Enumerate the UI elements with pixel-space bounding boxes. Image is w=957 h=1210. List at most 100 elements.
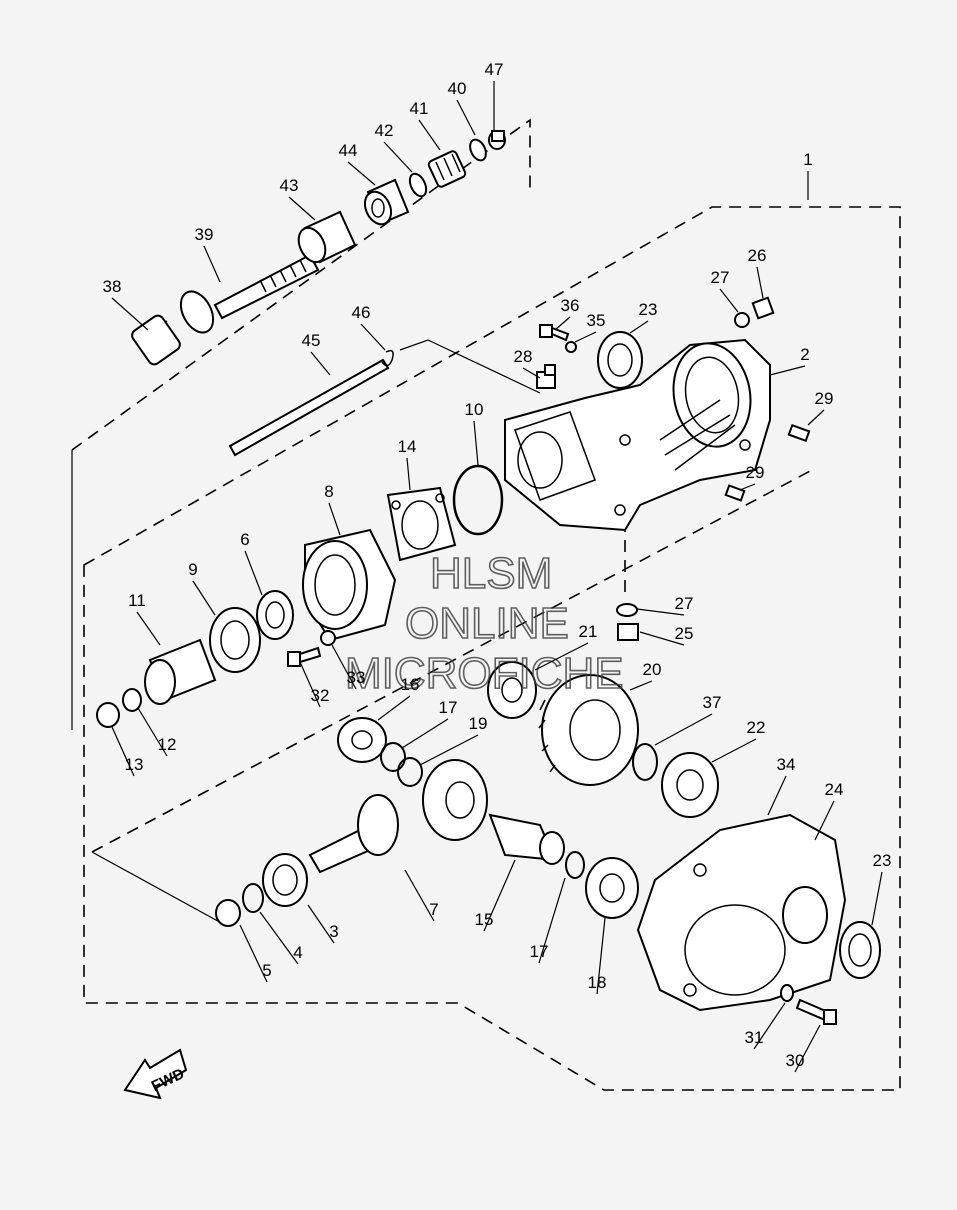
callout-leader-4 bbox=[259, 911, 299, 965]
spring-38 bbox=[131, 314, 181, 366]
bolt-30 bbox=[795, 998, 837, 1025]
callout-45: 45 bbox=[302, 331, 321, 350]
callout-27: 27 bbox=[711, 268, 730, 287]
callout-22: 22 bbox=[747, 718, 766, 737]
callout-leader-46 bbox=[360, 323, 386, 351]
guide-line-45 bbox=[399, 339, 541, 394]
bearing-22 bbox=[661, 752, 719, 818]
callout-leader-29 bbox=[739, 483, 756, 491]
callout-16: 16 bbox=[401, 675, 420, 694]
shaft-15 bbox=[488, 813, 565, 865]
bearing-6 bbox=[256, 590, 294, 640]
callout-3: 3 bbox=[329, 922, 338, 941]
o-ring-10 bbox=[452, 464, 504, 536]
callout-8: 8 bbox=[324, 482, 333, 501]
nut-5 bbox=[215, 899, 241, 927]
plug-25 bbox=[617, 623, 639, 641]
circlip-42 bbox=[408, 172, 428, 198]
washer-31 bbox=[780, 984, 794, 1002]
callout-44: 44 bbox=[339, 141, 358, 160]
shim-17-b bbox=[565, 851, 585, 879]
callout-leader-17 bbox=[538, 877, 566, 964]
callout-leader-13 bbox=[111, 726, 135, 777]
shim-19 bbox=[397, 757, 423, 787]
watermark-line-2: ONLINE bbox=[405, 599, 569, 648]
callout-5: 5 bbox=[262, 961, 271, 980]
shim-17-a bbox=[380, 742, 406, 772]
callout-34: 34 bbox=[777, 755, 796, 774]
callout-31: 31 bbox=[745, 1028, 764, 1047]
callout-leader-27 bbox=[719, 288, 739, 313]
callout-leader-5 bbox=[239, 924, 268, 983]
callout-24: 24 bbox=[825, 780, 844, 799]
callout-leader-25 bbox=[639, 631, 685, 646]
callout-leader-27 bbox=[636, 608, 685, 616]
callout-leader-18 bbox=[596, 917, 606, 995]
dowel-29-a bbox=[787, 423, 811, 443]
watermark-line-3: MICROFICHE bbox=[345, 649, 624, 698]
fitting-28 bbox=[536, 364, 556, 389]
callout-15: 15 bbox=[475, 910, 494, 929]
callout-20: 20 bbox=[643, 660, 662, 679]
callout-39: 39 bbox=[195, 225, 214, 244]
clip-46 bbox=[381, 349, 394, 367]
callout-leader-33 bbox=[331, 644, 357, 690]
callout-leader-40 bbox=[456, 99, 476, 136]
callout-9: 9 bbox=[188, 560, 197, 579]
callout-21: 21 bbox=[579, 622, 598, 641]
callout-group: 1234567891011121314151617171819202122232… bbox=[103, 60, 892, 1073]
callout-23: 23 bbox=[873, 851, 892, 870]
guide-line-low bbox=[91, 851, 226, 926]
rod-45 bbox=[228, 358, 390, 457]
callout-leader-19 bbox=[419, 734, 479, 766]
callout-leader-37 bbox=[654, 713, 713, 746]
bearing-3 bbox=[262, 853, 308, 907]
callout-17: 17 bbox=[530, 942, 549, 961]
callout-7: 7 bbox=[429, 900, 438, 919]
callout-leader-23 bbox=[871, 871, 883, 926]
callout-leader-41 bbox=[418, 119, 441, 151]
shaft-39 bbox=[179, 253, 320, 334]
shim-37 bbox=[632, 743, 658, 781]
callout-leader-10 bbox=[473, 420, 479, 466]
callout-27: 27 bbox=[675, 594, 694, 613]
callout-leader-20 bbox=[629, 680, 653, 691]
callout-37: 37 bbox=[703, 693, 722, 712]
gasket-14 bbox=[386, 486, 457, 562]
callout-leader-11 bbox=[136, 611, 161, 646]
callout-10: 10 bbox=[465, 400, 484, 419]
seal-23-top bbox=[597, 331, 643, 389]
callout-leader-42 bbox=[383, 141, 413, 173]
callout-leader-34 bbox=[767, 775, 787, 816]
callout-19: 19 bbox=[469, 714, 488, 733]
callout-leader-21 bbox=[534, 642, 589, 671]
callout-4: 4 bbox=[293, 943, 302, 962]
callout-11: 11 bbox=[128, 591, 146, 610]
callout-28: 28 bbox=[514, 347, 533, 366]
collar-44 bbox=[363, 178, 410, 226]
bushing-43 bbox=[297, 210, 357, 264]
cap-47 bbox=[488, 130, 506, 150]
callout-43: 43 bbox=[280, 176, 299, 195]
ring-gear-7 bbox=[422, 759, 488, 841]
callout-leader-17 bbox=[401, 718, 449, 749]
callout-12: 12 bbox=[158, 735, 177, 754]
callout-leader-6 bbox=[244, 550, 263, 596]
callout-leader-8 bbox=[328, 502, 341, 536]
seal-23-low bbox=[839, 921, 881, 979]
callout-leader-29 bbox=[807, 409, 825, 426]
washer-33 bbox=[320, 630, 336, 646]
callout-leader-22 bbox=[711, 738, 757, 763]
callout-2: 2 bbox=[800, 345, 809, 364]
callout-13: 13 bbox=[125, 755, 144, 774]
washer-4 bbox=[242, 883, 264, 913]
callout-30: 30 bbox=[786, 1051, 805, 1070]
callout-33: 33 bbox=[347, 668, 366, 687]
dowel-29-b bbox=[724, 484, 746, 502]
callout-14: 14 bbox=[398, 437, 417, 456]
seal-23-top-inner bbox=[607, 343, 633, 377]
callout-leader-39 bbox=[203, 245, 221, 283]
washer-27-top bbox=[734, 312, 750, 328]
bearing-21 bbox=[487, 661, 537, 719]
callout-leader-7 bbox=[404, 869, 435, 922]
